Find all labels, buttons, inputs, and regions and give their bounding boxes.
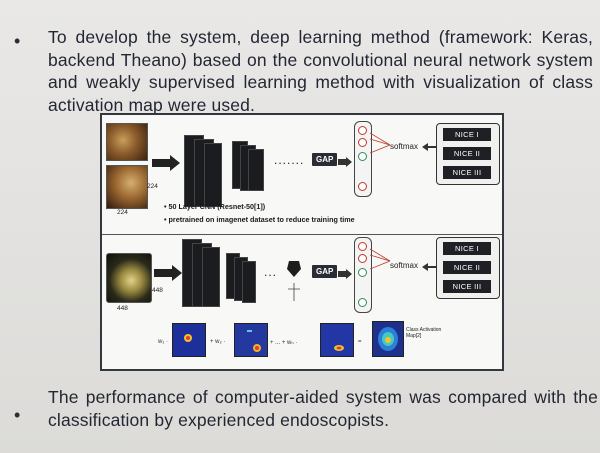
arrow-right-icon	[152, 155, 180, 171]
arrow-left-icon	[422, 263, 436, 271]
nice-class-box: NICE I NICE II NICE III	[436, 237, 500, 299]
neuron-node	[358, 298, 367, 307]
conv-layer-block	[202, 247, 220, 307]
feature-tap-lines	[288, 283, 300, 301]
arrow-right-icon	[154, 265, 182, 281]
endoscopy-image-thumbnail	[106, 165, 148, 209]
neuron-node	[358, 152, 367, 161]
nice-class-box: NICE I NICE II NICE III	[436, 123, 500, 185]
feature-map-icon	[287, 261, 301, 277]
neuron-node	[358, 242, 367, 251]
connection-lines	[370, 248, 391, 270]
feature-map-heatmap	[234, 323, 268, 357]
input-width-label: 224	[117, 209, 128, 216]
arrow-right-icon	[338, 269, 352, 279]
nice-class-label: NICE II	[443, 147, 491, 160]
endoscopy-image-thumbnail	[106, 123, 148, 161]
model-note: • pretrained on imagenet dataset to redu…	[164, 215, 355, 224]
feature-map-heatmap	[320, 323, 354, 357]
ellipsis-dots: ...	[264, 265, 278, 279]
ellipsis-dots: .......	[274, 153, 305, 167]
connection-lines	[370, 132, 391, 154]
neuron-node	[358, 254, 367, 263]
conv-layer-block	[204, 143, 222, 207]
neuron-node	[358, 138, 367, 147]
bullet-text-methods: To develop the system, deep learning met…	[48, 27, 593, 115]
arrow-left-icon	[422, 143, 436, 151]
weight-term: w₁ ·	[158, 339, 169, 345]
feature-map-heatmap	[172, 323, 206, 357]
softmax-label: softmax	[390, 261, 419, 270]
conv-layer-block	[248, 149, 264, 191]
bullet-marker: •	[14, 405, 21, 425]
weight-term: + ... + wₙ ·	[270, 340, 298, 346]
cnn-architecture-figure: 224 224 ....... GAP softmax NICE I NICE …	[100, 113, 504, 371]
neuron-node	[358, 182, 367, 191]
gap-label: GAP	[312, 153, 338, 166]
weight-term: + w₂ ·	[210, 339, 226, 345]
endoscopy-image-thumbnail	[106, 253, 152, 303]
panel-divider	[102, 234, 502, 235]
nice-class-label: NICE III	[443, 280, 491, 293]
neuron-node	[358, 268, 367, 277]
nice-class-label: NICE I	[443, 242, 491, 255]
nice-class-label: NICE II	[443, 261, 491, 274]
input-height-label: 448	[152, 287, 163, 294]
neuron-node	[358, 126, 367, 135]
gap-label: GAP	[312, 265, 338, 278]
neuron-column	[354, 121, 372, 197]
model-note: • 50 Layer CNN (Resnet-50[1])	[164, 202, 266, 211]
nice-class-label: NICE I	[443, 128, 491, 141]
input-height-label: 224	[147, 183, 158, 190]
arrow-right-icon	[338, 157, 352, 167]
input-width-label: 448	[117, 305, 128, 312]
nice-class-label: NICE III	[443, 166, 491, 179]
equals-sign: =	[358, 339, 362, 345]
bullet-text-comparison: The performance of computer-aided system…	[48, 387, 598, 430]
conv-layer-block	[242, 261, 256, 303]
cam-caption: Class Activation Map[2]	[406, 327, 442, 339]
bullet-marker: •	[14, 31, 21, 51]
softmax-label: softmax	[390, 142, 419, 151]
class-activation-map-heatmap	[372, 321, 404, 357]
neuron-column	[354, 237, 372, 313]
